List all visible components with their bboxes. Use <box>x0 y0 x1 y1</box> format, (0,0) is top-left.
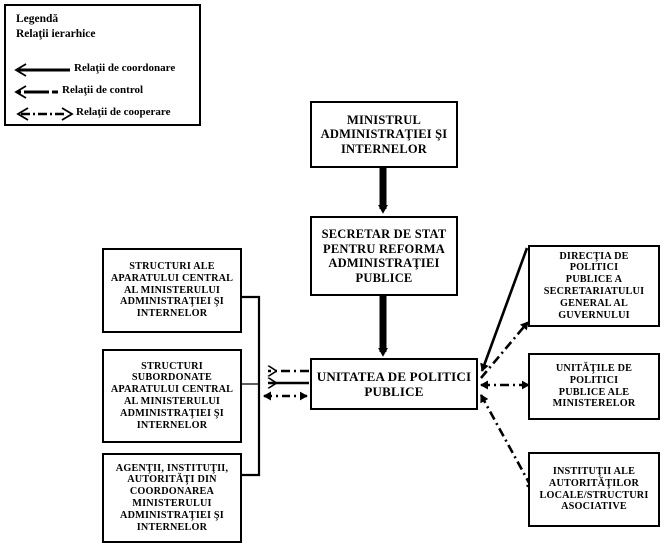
node-structuri-aparat-central[interactable]: STRUCTURI ALE APARATULUI CENTRAL AL MINI… <box>102 248 242 333</box>
edge-unitatea-institutii-locale-cooperare <box>479 394 535 491</box>
legend-line-dashdot <box>16 107 74 121</box>
legend-line-solid <box>14 63 70 77</box>
node-agentii-institutii-autoritati[interactable]: AGENŢII, INSTITUŢII, AUTORITĂŢI DIN COOR… <box>102 453 242 543</box>
legend-label-coordonare: Relaţii de coordonare <box>74 62 176 74</box>
node-ministrul-administratiei-si-internelor[interactable]: MINISTRUL ADMINISTRAŢIEI ŞI INTERNELOR <box>310 101 458 168</box>
node-label: STRUCTURI ALE APARATULUI CENTRAL AL MINI… <box>110 260 234 320</box>
node-label: INSTITUŢII ALE AUTORITĂŢILOR LOCALE/STRU… <box>539 465 649 513</box>
node-secretar-de-stat[interactable]: SECRETAR DE STAT PENTRU REFORMA ADMINIST… <box>310 216 458 296</box>
node-label: AGENŢII, INSTITUŢII, AUTORITĂŢI DIN COOR… <box>115 462 229 533</box>
left-bus <box>241 295 261 477</box>
legend-line-dotted <box>14 85 58 99</box>
node-unitatile-politici-publice-ministere[interactable]: UNITĂŢILE DE POLITICI PUBLICE ALE MINIST… <box>528 353 660 420</box>
legend-heading: Legendă Relaţii ierarhice <box>16 13 96 40</box>
node-label: MINISTRUL ADMINISTRAŢIEI ŞI INTERNELOR <box>320 112 448 156</box>
edge-dppsgg-to-unitatea-coordonare <box>480 247 529 372</box>
node-label: UNITATEA DE POLITICI PUBLICE <box>316 368 472 399</box>
node-structuri-subordonate[interactable]: STRUCTURI SUBORDONATE APARATULUI CENTRAL… <box>102 349 242 443</box>
node-directia-politici-publice-sgg[interactable]: DIRECŢIA DE POLITICI PUBLICE A SECRETARI… <box>528 245 660 327</box>
legend-panel: Legendă Relaţii ierarhice Relaţii de coo… <box>4 4 201 126</box>
node-institutii-autoritati-locale[interactable]: INSTITUŢII ALE AUTORITĂŢILOR LOCALE/STRU… <box>528 452 660 527</box>
node-label: SECRETAR DE STAT PENTRU REFORMA ADMINIST… <box>321 227 447 285</box>
legend-label-cooperare: Relaţii de cooperare <box>76 106 171 118</box>
node-label: UNITĂŢILE DE POLITICI PUBLICE ALE MINIST… <box>552 362 636 410</box>
edge-unitatea-dppsgg-cooperare <box>480 321 529 379</box>
legend-label-control: Relaţii de control <box>62 84 144 96</box>
node-label: STRUCTURI SUBORDONATE APARATULUI CENTRAL… <box>110 360 234 431</box>
node-unitatea-de-politici-publice[interactable]: UNITATEA DE POLITICI PUBLICE <box>310 358 478 410</box>
node-label: DIRECŢIA DE POLITICI PUBLICE A SECRETARI… <box>543 250 645 321</box>
